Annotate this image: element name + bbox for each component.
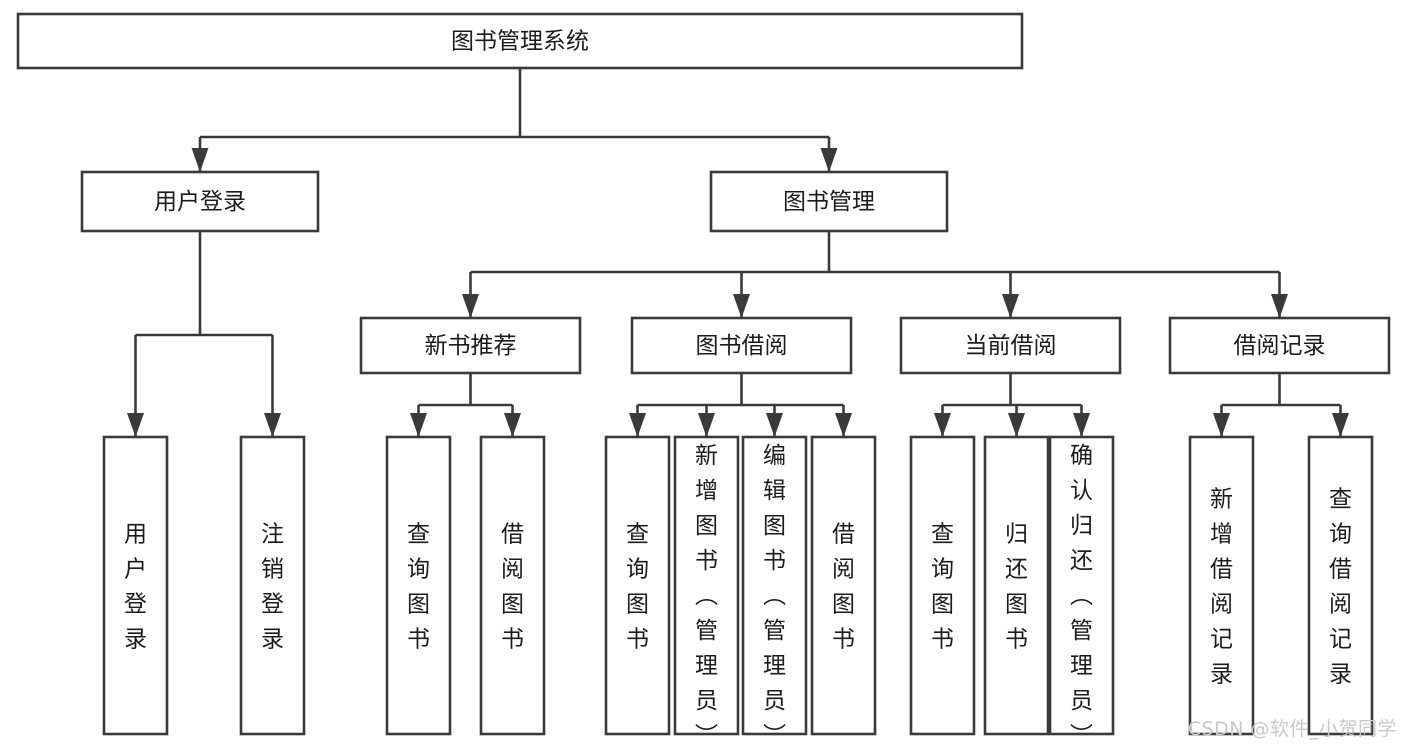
- node-leaf-query-book-3-label: 查询图书: [931, 522, 954, 653]
- node-book-manage[interactable]: 图书管理: [709, 170, 949, 233]
- arrow-to-leaf-borrow-book-1-icon: [504, 413, 521, 437]
- arrow-to-leaf-confirm-return-icon: [1073, 413, 1090, 437]
- arrow-to-leaf-user-login-icon: [127, 413, 144, 437]
- node-leaf-query-book-2-box: [604, 435, 671, 736]
- node-user-login-box: [80, 170, 320, 233]
- arrow-to-borrow-record-icon: [1271, 294, 1288, 318]
- node-leaf-query-record[interactable]: 查询借阅记录: [1307, 435, 1374, 736]
- node-current-borrow[interactable]: 当前借阅: [899, 316, 1122, 375]
- node-new-book-recommend-box: [359, 316, 582, 375]
- node-leaf-query-book-2[interactable]: 查询图书: [604, 435, 671, 736]
- node-leaf-query-book-3[interactable]: 查询图书: [909, 435, 976, 736]
- node-leaf-borrow-book-1-box: [479, 435, 546, 736]
- arrowheads-layer: [127, 148, 1349, 437]
- node-leaf-borrow-book-2-box: [810, 435, 877, 736]
- node-leaf-query-record-label: 查询借阅记录: [1329, 487, 1352, 688]
- node-borrow-record-box: [1168, 316, 1391, 375]
- node-leaf-return-book-label: 归还图书: [1005, 522, 1028, 653]
- arrow-to-leaf-return-book-icon: [1008, 413, 1025, 437]
- arrow-to-leaf-add-book-icon: [698, 413, 715, 437]
- node-new-book-recommend-label: 新书推荐: [425, 333, 517, 359]
- node-root-system-box: [16, 12, 1024, 70]
- node-leaf-edit-book-label: 编辑图书︵管理员︶: [763, 443, 786, 747]
- arrow-to-leaf-borrow-book-2-icon: [835, 413, 852, 437]
- node-book-manage-label: 图书管理: [783, 189, 875, 215]
- node-root-system-label: 图书管理系统: [451, 29, 589, 55]
- node-leaf-query-book-1-label: 查询图书: [407, 522, 430, 653]
- node-leaf-edit-book-box: [741, 435, 808, 736]
- node-leaf-add-record-label: 新增借阅记录: [1210, 487, 1233, 688]
- node-root-system[interactable]: 图书管理系统: [16, 12, 1024, 70]
- node-leaf-confirm-return-box: [1048, 435, 1115, 736]
- arrow-to-current-borrow-icon: [1002, 294, 1019, 318]
- node-leaf-query-book-1[interactable]: 查询图书: [385, 435, 452, 736]
- arrow-to-leaf-query-book-2-icon: [629, 413, 646, 437]
- arrow-to-leaf-add-record-icon: [1213, 413, 1230, 437]
- node-leaf-return-book-box: [983, 435, 1050, 736]
- node-book-manage-box: [709, 170, 949, 233]
- node-leaf-user-logout[interactable]: 注销登录: [239, 435, 306, 736]
- node-leaf-add-book-box: [673, 435, 740, 736]
- node-leaf-query-book-1-box: [385, 435, 452, 736]
- node-borrow-record-label: 借阅记录: [1234, 333, 1326, 359]
- node-leaf-user-login-label: 用户登录: [124, 522, 147, 653]
- node-leaf-add-record[interactable]: 新增借阅记录: [1188, 435, 1255, 736]
- node-leaf-borrow-book-1-label: 借阅图书: [501, 522, 524, 653]
- arrow-to-leaf-edit-book-icon: [766, 413, 783, 437]
- nodes-layer: 图书管理系统用户登录图书管理新书推荐图书借阅当前借阅借阅记录用户登录注销登录查询…: [16, 12, 1391, 747]
- node-leaf-user-login-box: [102, 435, 169, 736]
- node-leaf-user-login[interactable]: 用户登录: [102, 435, 169, 736]
- node-leaf-borrow-book-2-label: 借阅图书: [832, 522, 855, 653]
- node-leaf-query-book-3-box: [909, 435, 976, 736]
- arrow-to-book-borrow-icon: [733, 294, 750, 318]
- node-leaf-query-record-box: [1307, 435, 1374, 736]
- arrow-to-new-book-recommend-icon: [462, 294, 479, 318]
- arrow-to-book-manage-icon: [820, 148, 838, 172]
- node-current-borrow-label: 当前借阅: [965, 333, 1057, 359]
- node-leaf-borrow-book-1[interactable]: 借阅图书: [479, 435, 546, 736]
- node-book-borrow[interactable]: 图书借阅: [630, 316, 853, 375]
- arrow-to-leaf-query-record-icon: [1332, 413, 1349, 437]
- node-book-borrow-label: 图书借阅: [696, 333, 788, 359]
- node-leaf-confirm-return[interactable]: 确认归还︵管理员︶: [1048, 435, 1115, 747]
- node-book-borrow-box: [630, 316, 853, 375]
- arrow-to-leaf-query-book-1-icon: [410, 413, 427, 437]
- node-leaf-user-logout-label: 注销登录: [261, 522, 284, 653]
- node-leaf-edit-book[interactable]: 编辑图书︵管理员︶: [741, 435, 808, 747]
- node-leaf-add-book[interactable]: 新增图书︵管理员︶: [673, 435, 740, 747]
- node-leaf-add-record-box: [1188, 435, 1255, 736]
- node-leaf-user-logout-box: [239, 435, 306, 736]
- node-leaf-borrow-book-2[interactable]: 借阅图书: [810, 435, 877, 736]
- connectors-layer: [134, 68, 1342, 437]
- arrow-to-leaf-user-logout-icon: [264, 413, 281, 437]
- node-leaf-query-book-2-label: 查询图书: [626, 522, 649, 653]
- node-borrow-record[interactable]: 借阅记录: [1168, 316, 1391, 375]
- node-user-login[interactable]: 用户登录: [80, 170, 320, 233]
- node-leaf-confirm-return-label: 确认归还︵管理员︶: [1070, 443, 1093, 747]
- arrow-to-leaf-query-book-3-icon: [934, 413, 951, 437]
- node-leaf-return-book[interactable]: 归还图书: [983, 435, 1050, 736]
- node-current-borrow-box: [899, 316, 1122, 375]
- node-user-login-label: 用户登录: [154, 189, 246, 215]
- node-new-book-recommend[interactable]: 新书推荐: [359, 316, 582, 375]
- arrow-to-user-login-icon: [191, 148, 209, 172]
- node-leaf-add-book-label: 新增图书︵管理员︶: [695, 443, 718, 747]
